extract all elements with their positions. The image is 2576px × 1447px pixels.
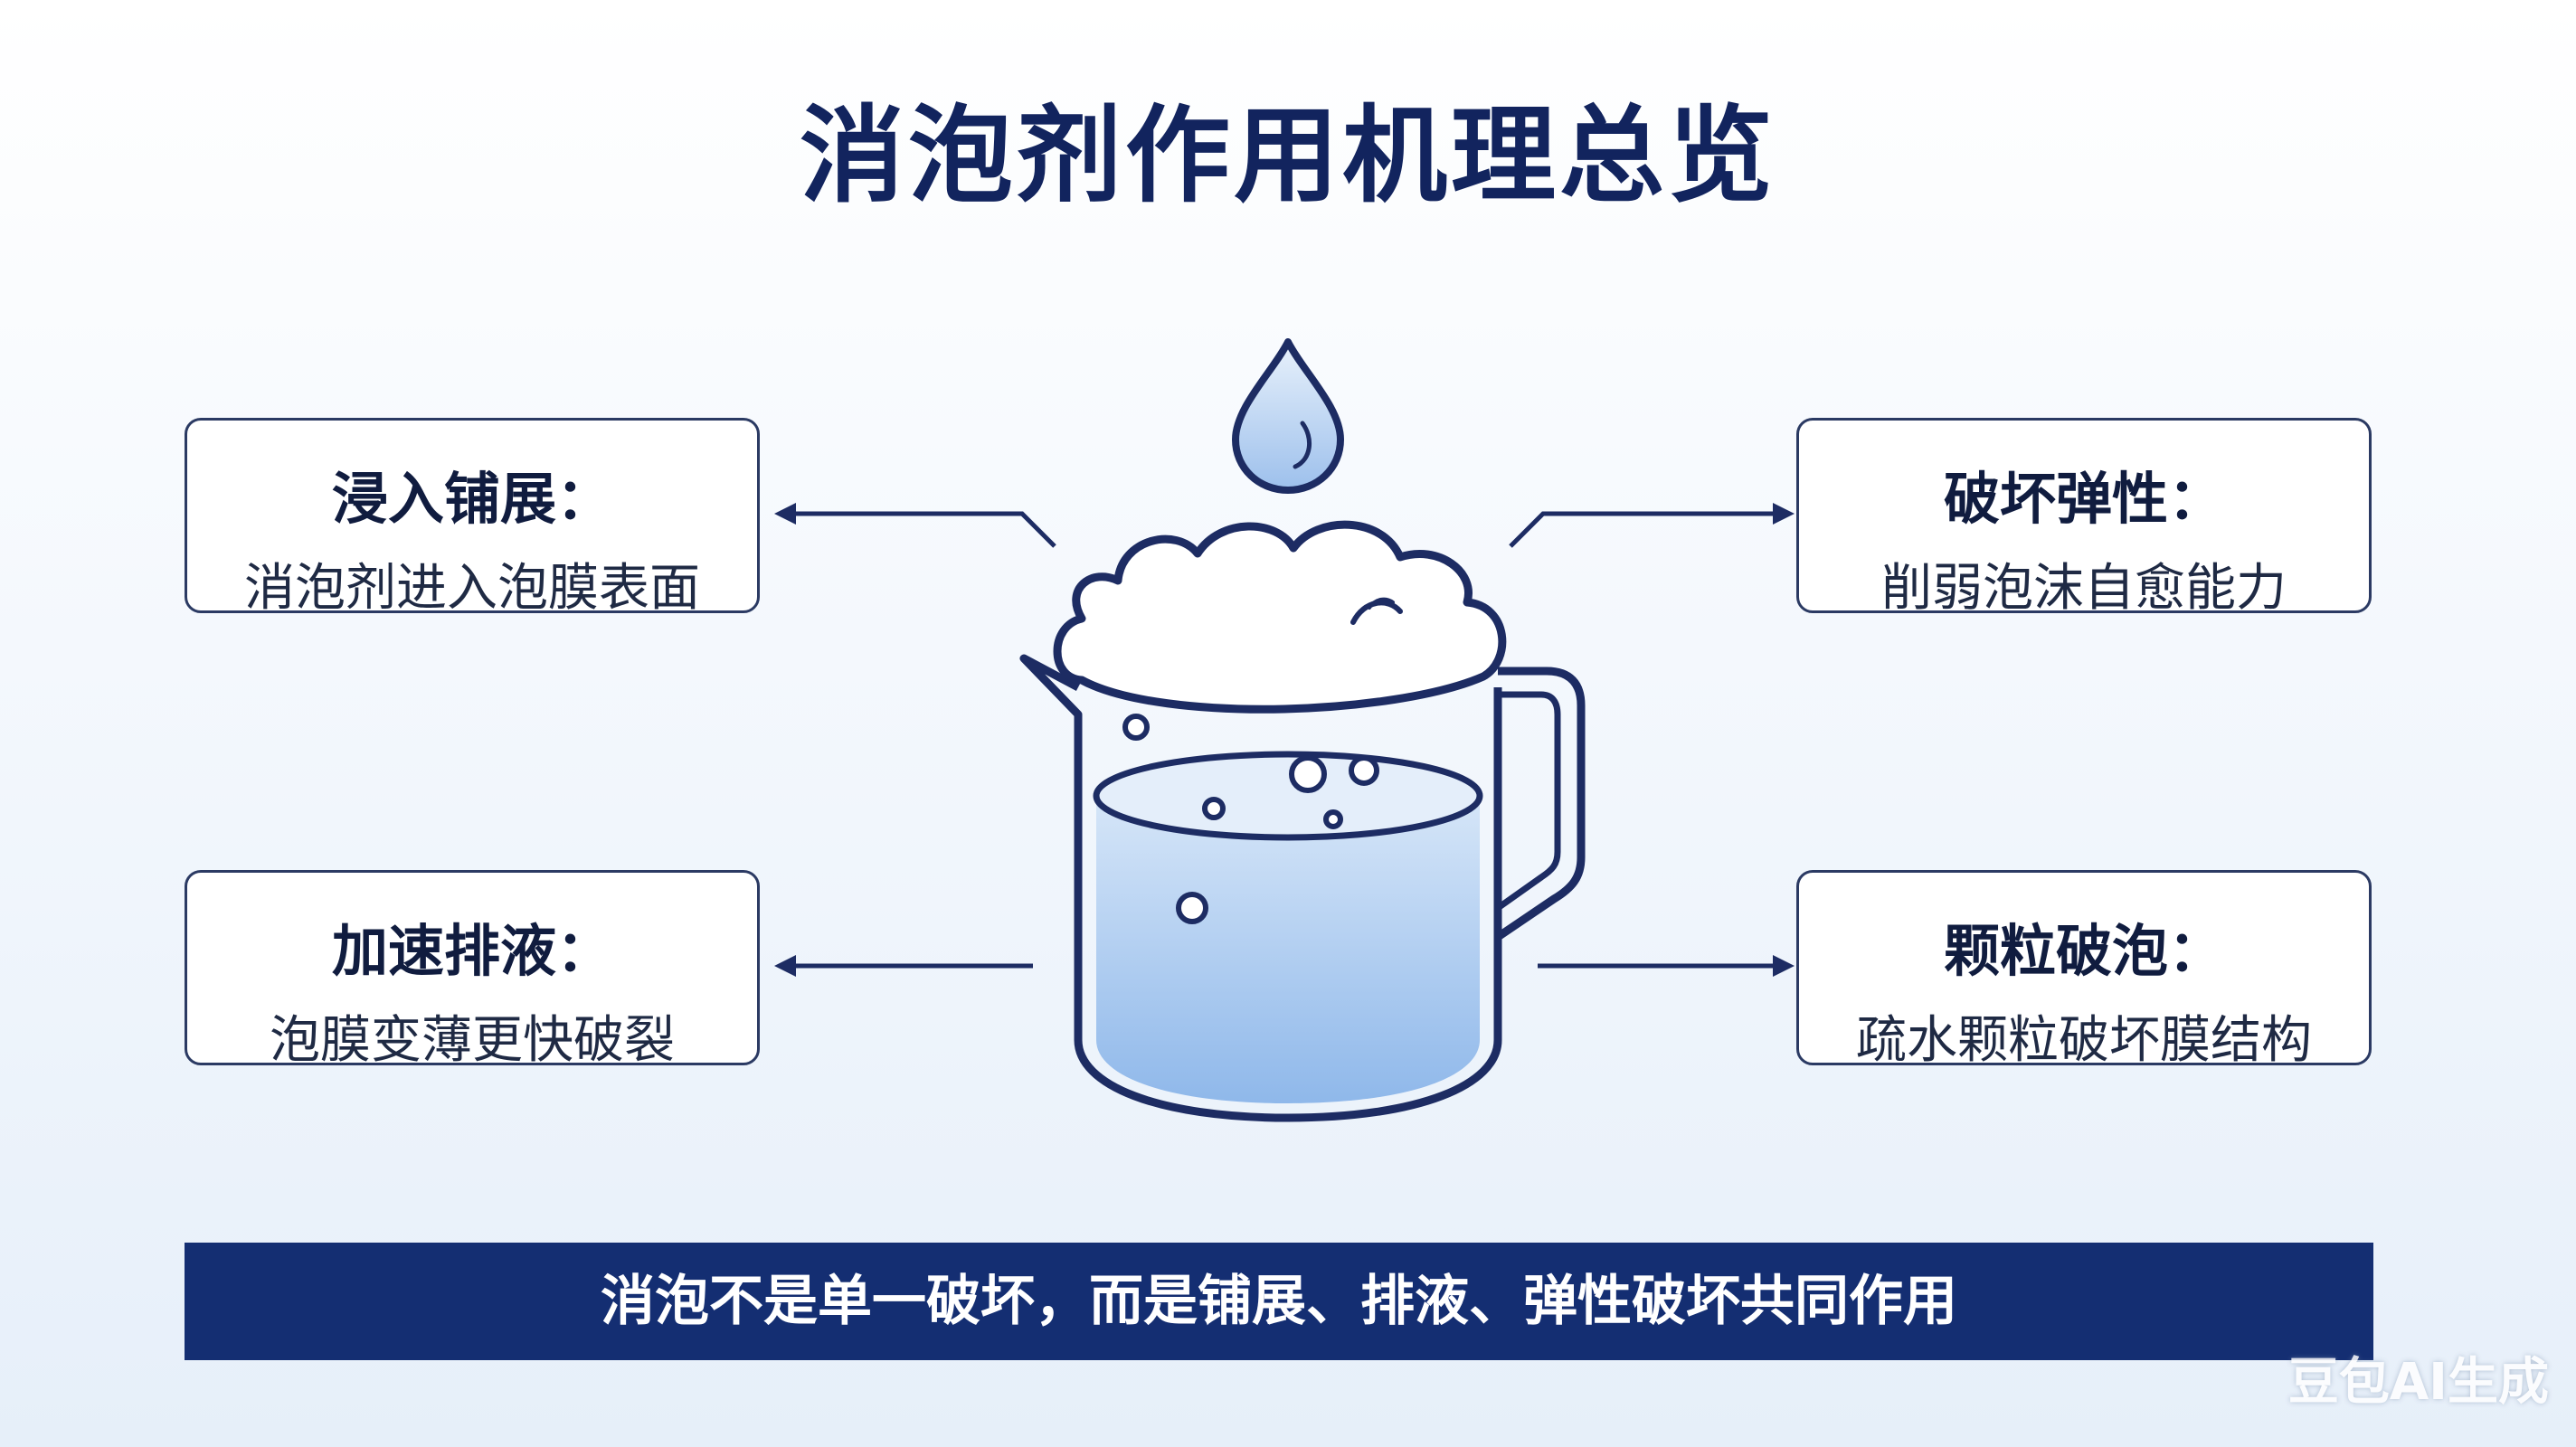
card-elastic: 破坏弹性： 削弱泡沫自愈能力 bbox=[1796, 418, 2372, 618]
arrow-lines bbox=[796, 511, 1773, 969]
card-description: 削弱泡沫自愈能力 bbox=[1881, 559, 2287, 618]
summary-banner: 消泡不是单一破坏，而是铺展、排液、弹性破坏共同作用 bbox=[185, 1243, 2373, 1360]
arrow-right-icon bbox=[1773, 955, 1795, 977]
card-spread: 浸入铺展： 消泡剂进入泡膜表面 bbox=[185, 418, 760, 618]
droplet-icon bbox=[1232, 338, 1344, 494]
beaker-handle bbox=[1495, 667, 1586, 941]
card-drain: 加速排液： 泡膜变薄更快破裂 bbox=[185, 870, 760, 1070]
card-particle: 颗粒破泡： 疏水颗粒破坏膜结构 bbox=[1796, 870, 2372, 1070]
water-fill bbox=[1096, 796, 1480, 1103]
arrow-left-icon bbox=[774, 955, 796, 977]
card-heading: 加速排液： bbox=[331, 918, 612, 984]
card-description: 泡膜变薄更快破裂 bbox=[270, 1011, 675, 1070]
beaker-outline bbox=[1019, 654, 1502, 1122]
card-heading: 浸入铺展： bbox=[331, 466, 612, 532]
card-description: 消泡剂进入泡膜表面 bbox=[244, 559, 700, 618]
arrow-right-icon bbox=[1773, 503, 1795, 525]
foam-bubbles-icon bbox=[1053, 520, 1507, 714]
card-heading: 颗粒破泡： bbox=[1943, 918, 2224, 984]
bubble-icons bbox=[1122, 714, 1379, 924]
card-description: 疏水颗粒破坏膜结构 bbox=[1856, 1011, 2312, 1070]
arrow-left-icon bbox=[774, 503, 796, 525]
water-surface bbox=[1093, 751, 1483, 841]
card-heading: 破坏弹性： bbox=[1943, 466, 2224, 532]
ai-watermark: 豆包AI生成 bbox=[2287, 1353, 2549, 1412]
page-title: 消泡剂作用机理总览 bbox=[800, 95, 1776, 217]
